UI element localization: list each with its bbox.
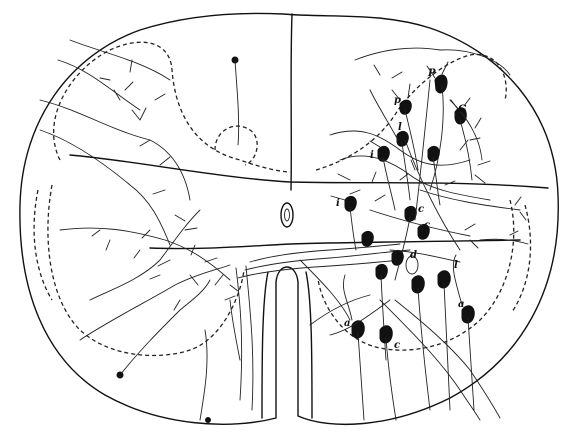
posterior-septum xyxy=(291,14,292,190)
central-canal xyxy=(281,203,293,227)
left-nerve-cells xyxy=(117,57,239,423)
label-cell-a-left: a xyxy=(344,318,350,329)
label-cell-p: p xyxy=(394,95,401,106)
left-fiber-network xyxy=(40,40,240,420)
label-cell-c-upper: c xyxy=(418,204,424,215)
anterior-fissure xyxy=(262,272,312,418)
label-cell-d: d xyxy=(410,250,417,261)
label-cell-c-lower: c xyxy=(394,340,400,351)
label-cell-i-mid: i xyxy=(336,198,340,209)
label-cell-c-mid: c xyxy=(424,220,430,231)
gray-matter-boundary-left xyxy=(48,42,290,355)
gray-commissure xyxy=(70,155,548,188)
label-cell-a-right: a xyxy=(458,299,464,310)
central-canal-inner xyxy=(285,209,290,221)
label-cell-l-lower: l xyxy=(454,260,458,271)
label-cell-P: P xyxy=(427,68,436,79)
left-root-fibers xyxy=(236,266,253,410)
label-cell-G: G xyxy=(458,104,467,115)
label-cell-l-upper: l xyxy=(398,122,402,133)
label-cell-i-upper: i xyxy=(370,150,374,161)
